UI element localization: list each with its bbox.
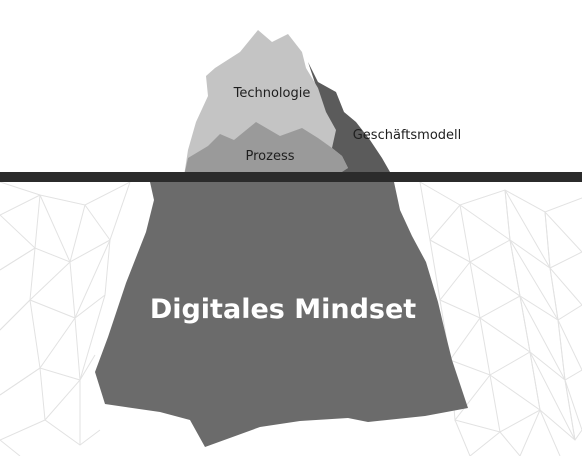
label-prozess: Prozess — [246, 149, 295, 164]
label-digitales-mindset: Digitales Mindset — [150, 294, 416, 325]
waterline — [0, 172, 582, 182]
label-geschaeftsmodell: Geschäftsmodell — [353, 128, 462, 143]
iceberg-middle-shape — [184, 122, 348, 176]
label-technologie: Technologie — [233, 86, 311, 101]
underwater-mesh — [0, 181, 582, 456]
iceberg-base-shape — [95, 182, 468, 447]
